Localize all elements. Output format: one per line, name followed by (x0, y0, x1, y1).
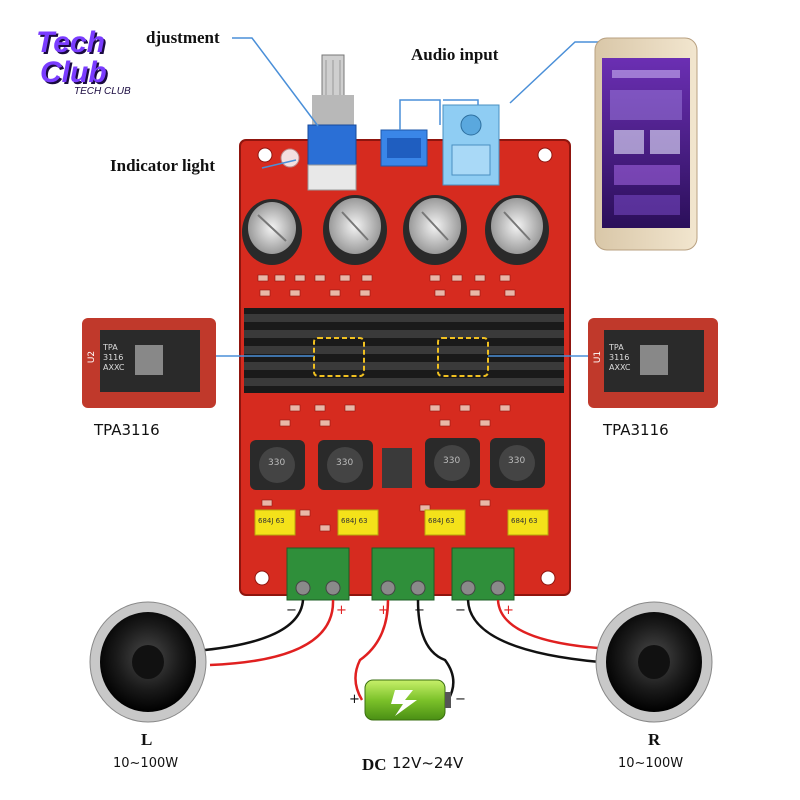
right-minus: − (455, 603, 466, 618)
dc-minus: − (414, 603, 425, 618)
electrolytic-capacitors (242, 195, 549, 265)
film-cap-label-3: 684J 63 (428, 517, 455, 525)
indicator-light-label: Indicator light (110, 156, 216, 175)
inductors (250, 438, 545, 490)
audio-input-label: Audio input (411, 45, 499, 64)
logo-line1: Tech (36, 26, 105, 59)
battery-minus: − (455, 692, 466, 707)
logo-line2: Club (40, 56, 107, 89)
smartphone (594, 37, 698, 251)
battery (364, 679, 451, 721)
left-plus: + (336, 603, 347, 618)
audio-connector (380, 129, 428, 167)
dc-plus: + (378, 603, 389, 618)
right-plus: + (503, 603, 514, 618)
chip-left-ref: U2 (87, 350, 98, 364)
chip-right-ref: U1 (593, 350, 604, 364)
chip-left-label: TPA3116 (94, 421, 160, 439)
inductor-label-4: 330 (508, 456, 526, 466)
inductor-label-3: 330 (443, 456, 461, 466)
chip-right-marking: TPA 3116 AXXC (609, 343, 631, 372)
film-cap-label-1: 684J 63 (258, 517, 285, 525)
battery-plus: + (349, 692, 360, 707)
indicator-led (280, 148, 300, 168)
left-minus: − (286, 603, 297, 618)
chip-right-label: TPA3116 (603, 421, 669, 439)
chip-left-marking: TPA 3116 AXXC (103, 343, 125, 372)
adjustment-label: djustment (146, 28, 220, 47)
film-cap-label-4: 684J 63 (511, 517, 538, 525)
right-power-label: 10~100W (618, 756, 684, 771)
audio-jack (442, 104, 500, 186)
volume-potentiometer (307, 54, 357, 191)
dc-voltage-label: 12V~24V (392, 754, 464, 772)
left-speaker (89, 601, 207, 723)
smd-components (257, 274, 516, 532)
left-power-label: 10~100W (113, 756, 179, 771)
dc-label: DC (362, 755, 387, 774)
film-capacitors (254, 509, 549, 536)
film-cap-label-2: 684J 63 (341, 517, 368, 525)
chip-closeup-left (82, 318, 216, 408)
inductor-label-1: 330 (268, 458, 286, 468)
inductor-label-2: 330 (336, 458, 354, 468)
logo-subtitle: TECH CLUB (74, 86, 131, 97)
right-speaker (595, 601, 713, 723)
left-speaker-label: L (141, 730, 153, 749)
screw-terminals (286, 547, 515, 601)
right-speaker-label: R (648, 730, 661, 749)
heatsink (244, 308, 564, 393)
wires (204, 599, 601, 701)
chip-closeup-right (588, 318, 718, 408)
tech-club-logo: Tech Club TECH CLUB (22, 22, 152, 102)
